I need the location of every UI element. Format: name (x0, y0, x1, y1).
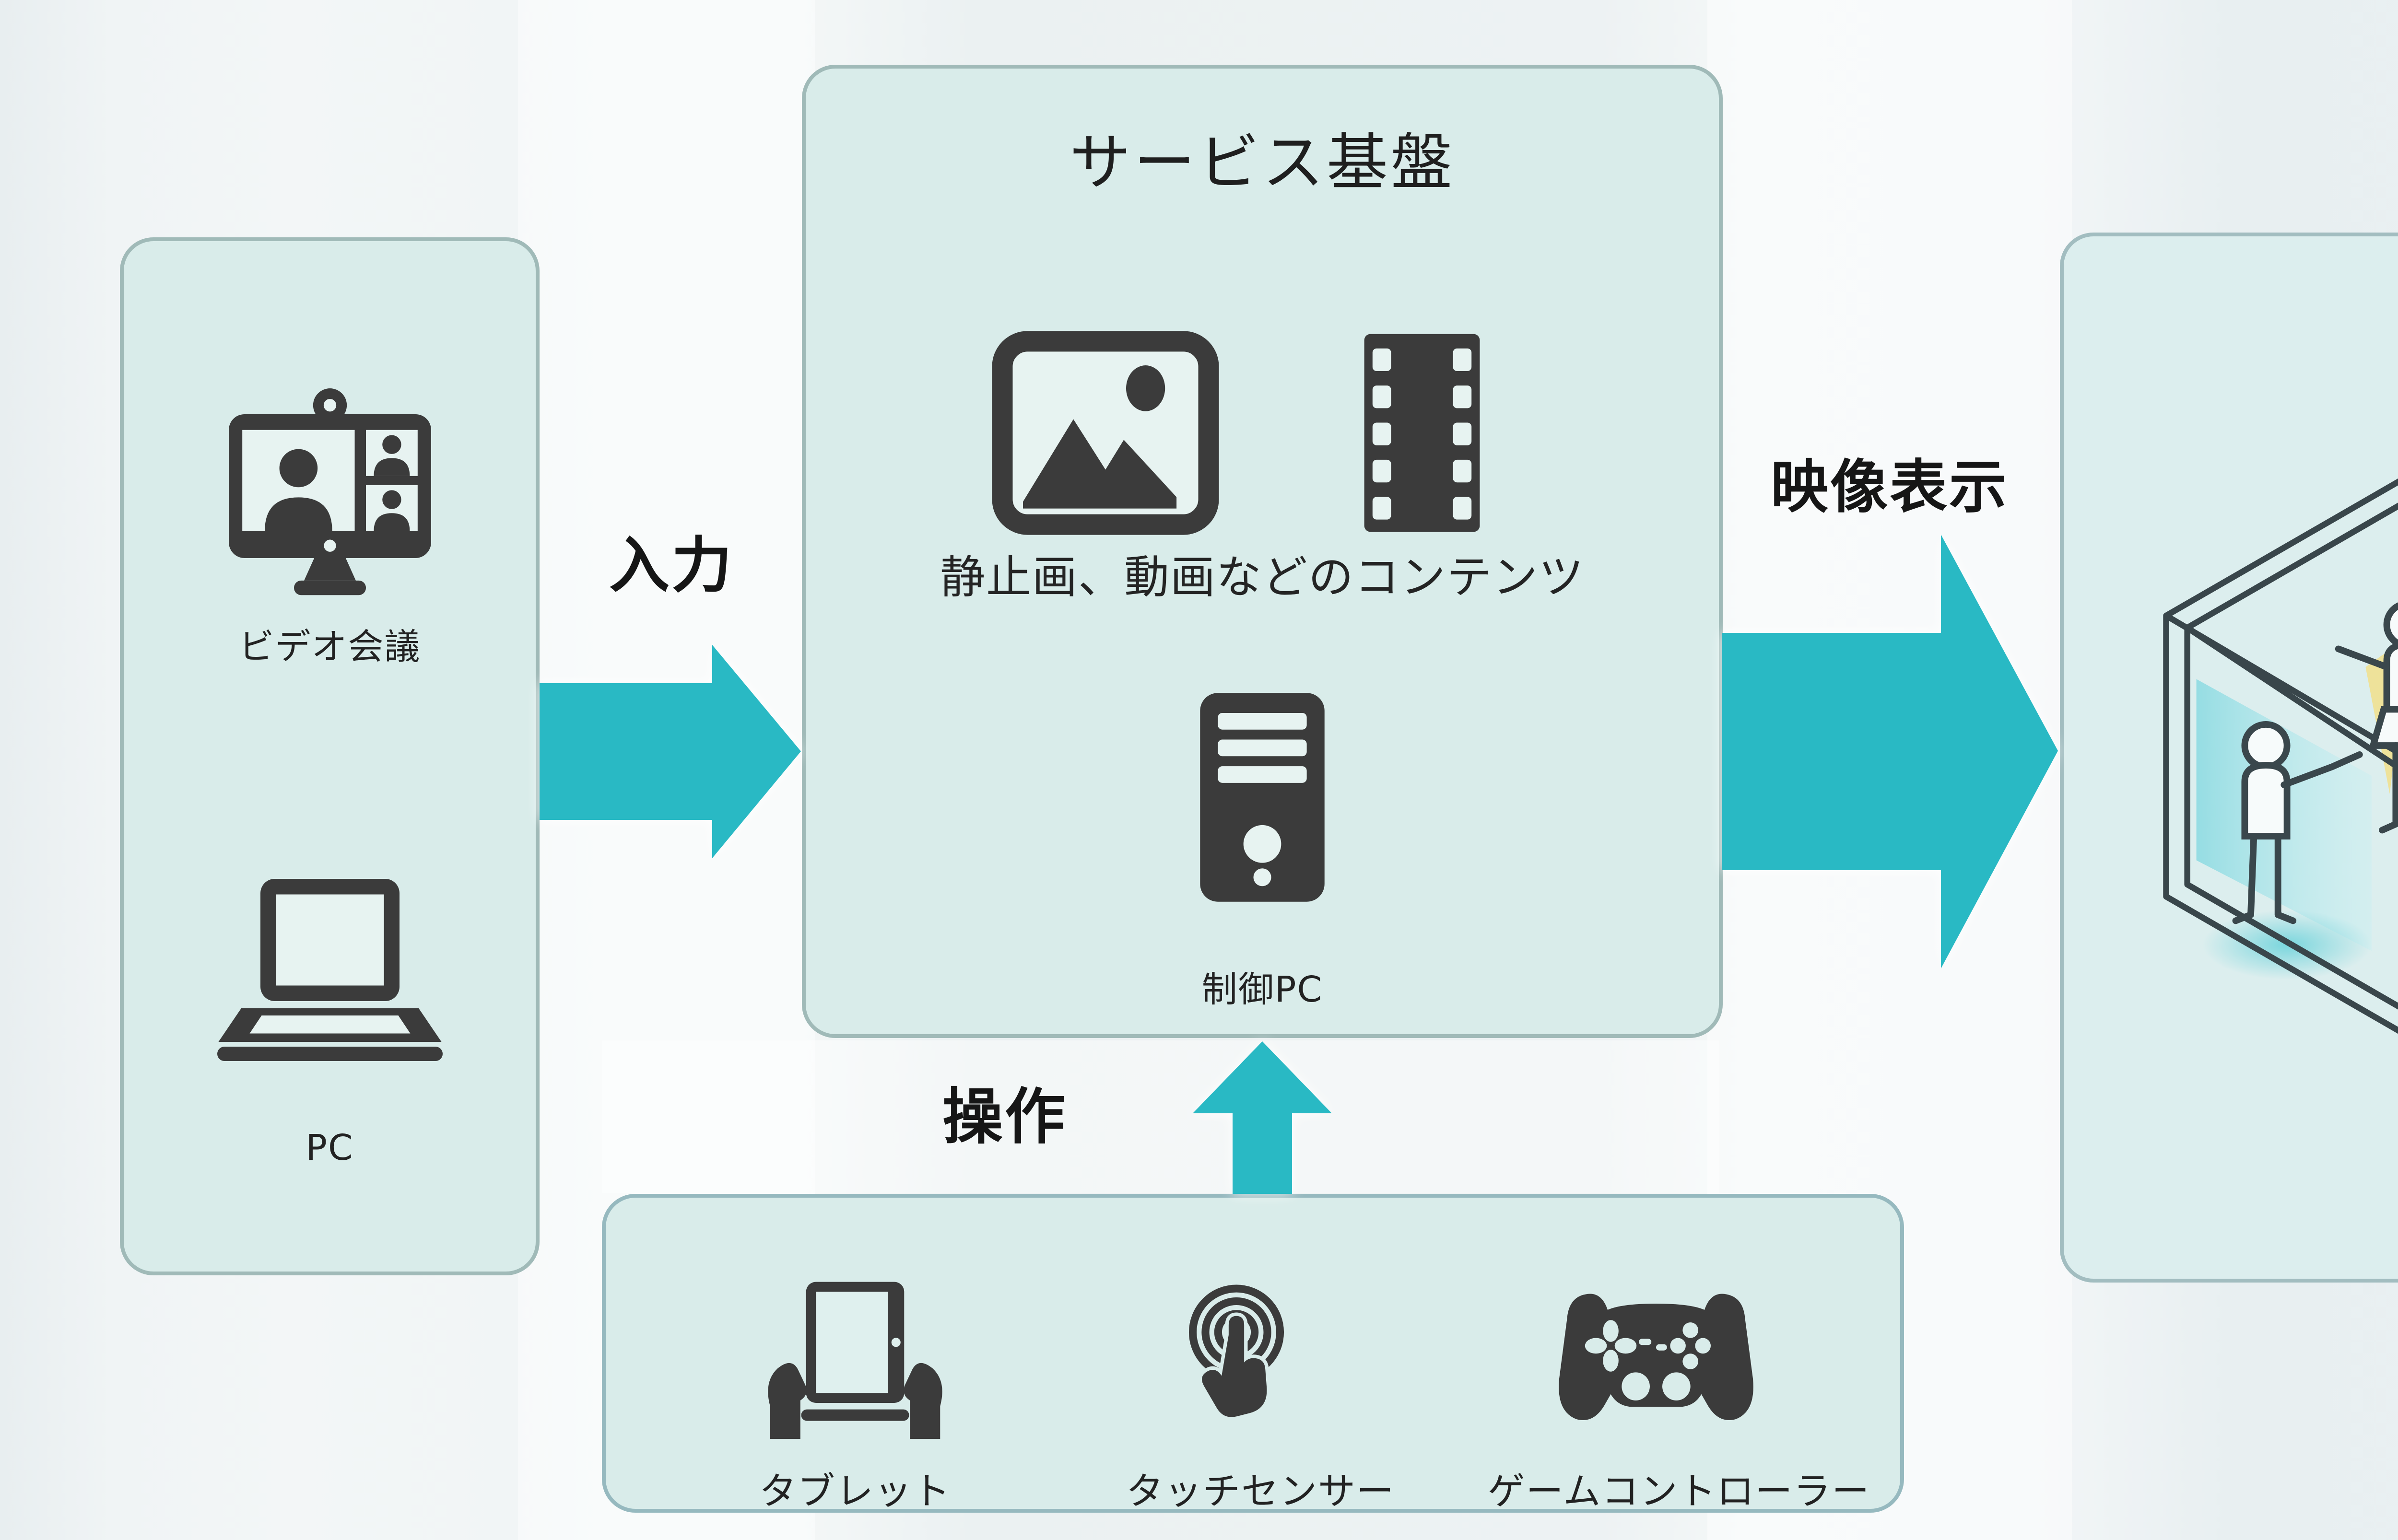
controllers-panel: タブレット タッチセンサー (602, 1194, 1904, 1513)
laptop-icon (210, 864, 450, 1071)
pc-label: PC (306, 1127, 354, 1168)
immersive-room-illustration (2100, 404, 2398, 1147)
touch-sensor-icon (1172, 1265, 1301, 1445)
service-platform-panel: サービス基盤 静止画、動画などのコンテンツ (802, 65, 1723, 1038)
background-band (602, 1040, 1719, 1193)
input-arrow-label: 入力 (609, 530, 734, 601)
video-conference-label: ビデオ会議 (238, 626, 421, 667)
tablet-label: タブレット (759, 1470, 951, 1513)
input-arrow (540, 645, 801, 858)
control-pc-label: 制御PC (1201, 969, 1323, 1010)
people (2232, 602, 2398, 924)
display-arrow (1722, 535, 2058, 968)
image-icon (990, 330, 1221, 536)
operation-arrow (1193, 1041, 1332, 1194)
tablet-hands-icon (747, 1274, 963, 1440)
display-arrow-label: 映像表示 (1771, 454, 2009, 521)
display-room-panel (2060, 233, 2398, 1283)
operation-arrow-label: 操作 (942, 1082, 1067, 1152)
cube-edges (2163, 478, 2398, 1034)
content-caption: 静止画、動画などのコンテンツ (940, 551, 1585, 604)
tower-pc-icon (1187, 634, 1338, 960)
game-controller-label: ゲームコントローラー (1487, 1470, 1870, 1513)
service-platform-title: サービス基盤 (1069, 127, 1455, 198)
game-controller-icon (1553, 1286, 1759, 1430)
film-strip-icon (1321, 330, 1523, 536)
input-sources-panel: ビデオ会議 PC (120, 237, 540, 1275)
touch-sensor-label: タッチセンサー (1126, 1470, 1395, 1513)
video-conference-icon (217, 385, 443, 601)
